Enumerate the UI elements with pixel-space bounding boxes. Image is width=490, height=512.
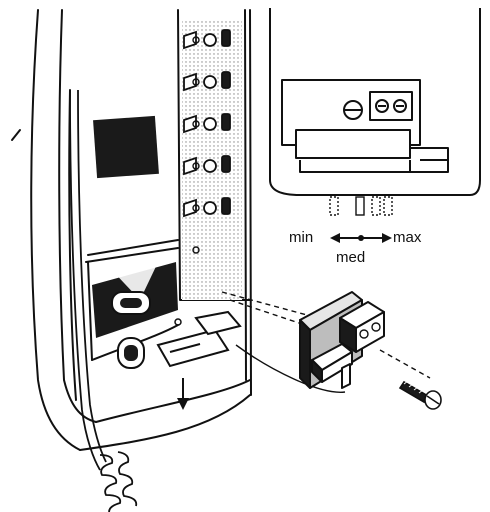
plug-in-module (299, 291, 385, 389)
lower-slot (117, 337, 145, 369)
release-slot (111, 291, 151, 315)
down-arrow-icon (177, 378, 189, 410)
label-min: min (289, 229, 314, 246)
mounting-screw (398, 380, 442, 410)
alignment-guides (221, 291, 431, 379)
volume-adjustment-panel (269, 8, 481, 196)
speaker-cavity-highlight (110, 258, 160, 300)
display-window (93, 115, 159, 179)
terminal-strip (182, 20, 242, 300)
handset-coiled-cord (69, 89, 138, 512)
module-wire (235, 344, 346, 393)
bottom-latch (156, 310, 242, 368)
screw-hole (174, 318, 182, 326)
selector-pins (329, 196, 393, 216)
selector-arrow (330, 233, 392, 243)
label-med: med (336, 249, 366, 266)
label-max: max (393, 229, 422, 246)
